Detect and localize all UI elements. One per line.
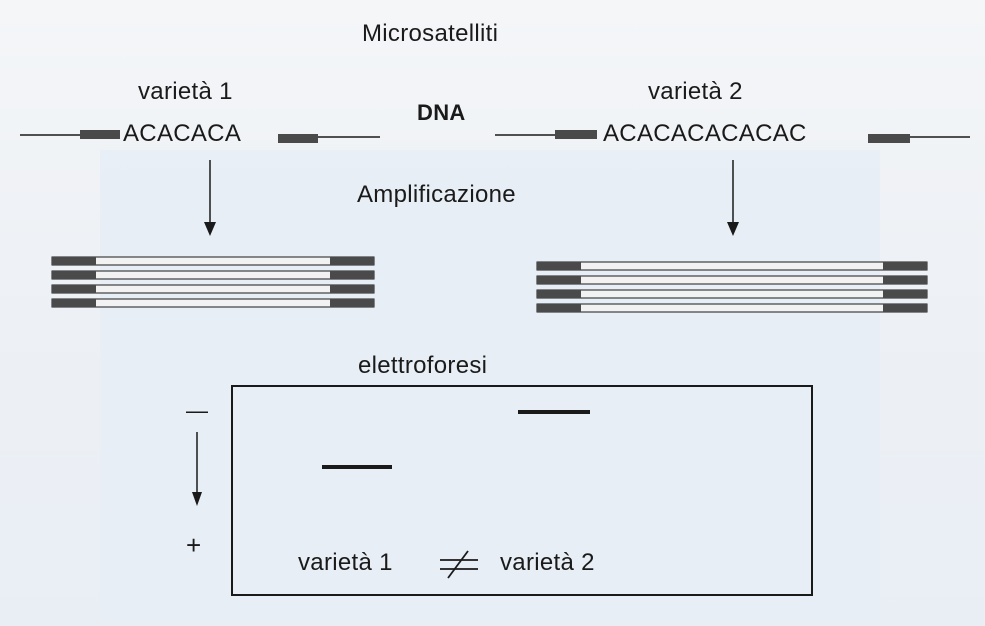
variety1-label: varietà 1	[138, 78, 233, 105]
electrophoresis-label: elettroforesi	[358, 352, 488, 379]
amplicon-strand	[51, 284, 375, 294]
gel-negative-sign: —	[186, 398, 209, 423]
amplicon-strand	[536, 261, 928, 271]
amplicon-strand	[536, 289, 928, 299]
dna-label: DNA	[417, 100, 466, 125]
amplicon-strand	[536, 275, 928, 285]
variety2-amplification-arrow	[727, 160, 739, 236]
amplicon-strand	[51, 270, 375, 280]
diagram-title: Microsatelliti	[362, 20, 499, 47]
amplicon-strand	[51, 298, 375, 308]
variety2-flank-right	[868, 134, 910, 143]
amplification-label: Amplificazione	[357, 181, 516, 208]
variety1-amplification-arrow	[204, 160, 216, 236]
variety2-label: varietà 2	[648, 78, 743, 105]
comparison-variety2: varietà 2	[500, 549, 595, 576]
variety1-amplicons	[51, 256, 375, 308]
variety1-dna-strand	[20, 130, 380, 143]
variety2-dna-strand	[495, 130, 970, 143]
variety2-amplicons	[536, 261, 928, 313]
gel-box	[231, 385, 813, 596]
variety1-sequence: ACACACA	[123, 120, 242, 147]
variety1-flank-right	[278, 134, 318, 143]
not-equal-symbol	[440, 550, 478, 579]
variety1-flank-left	[80, 130, 120, 139]
amplicon-strand	[536, 303, 928, 313]
migration-direction-arrow	[192, 432, 202, 506]
variety2-sequence: ACACACACACAC	[603, 120, 807, 147]
amplicon-strand	[51, 256, 375, 266]
gel-positive-sign: +	[186, 530, 202, 560]
comparison-variety1: varietà 1	[298, 549, 393, 576]
variety2-flank-left	[555, 130, 597, 139]
